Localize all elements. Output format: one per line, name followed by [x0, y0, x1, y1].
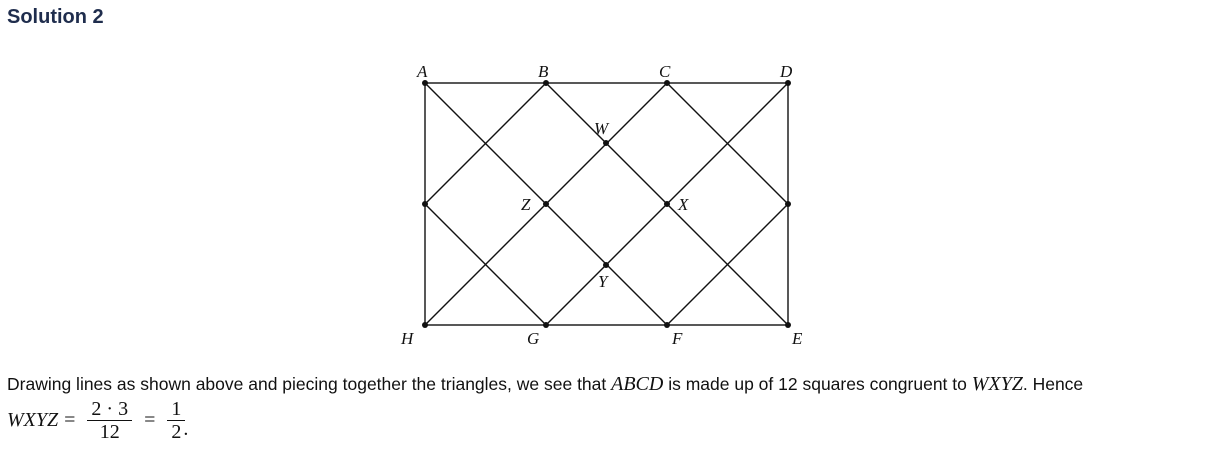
- label-z: Z: [521, 195, 531, 214]
- fraction-2x3-over-12: 2 · 3 12: [87, 398, 133, 443]
- label-b: B: [538, 62, 549, 81]
- math-wxyz: WXYZ: [971, 373, 1023, 395]
- label-y: Y: [598, 272, 609, 291]
- line-b-left-mid: [424, 82, 547, 205]
- line-right-mid-f: [666, 203, 789, 326]
- label-a: A: [416, 62, 428, 81]
- period: .: [183, 418, 189, 440]
- figure-points: [422, 80, 791, 328]
- line-left-mid-g: [424, 203, 547, 326]
- geometry-figure: A B C D E F G H W X Y Z: [400, 62, 803, 348]
- label-e: E: [791, 329, 803, 348]
- label-d: D: [779, 62, 793, 81]
- label-g: G: [527, 329, 539, 348]
- math-abcd: ABCD: [611, 373, 664, 395]
- label-f: F: [671, 329, 683, 348]
- equation-lhs: WXYZ: [7, 409, 59, 431]
- area-equation: WXYZ = 2 · 3 12 = 1 2 .: [7, 398, 188, 443]
- equals-sign: =: [64, 409, 76, 431]
- label-w: W: [594, 119, 610, 138]
- equals-sign: =: [144, 409, 156, 431]
- label-c: C: [659, 62, 671, 81]
- label-x: X: [677, 195, 689, 214]
- solution-heading: Solution 2: [7, 6, 104, 28]
- label-h: H: [400, 329, 415, 348]
- solution-paragraph: Drawing lines as shown above and piecing…: [7, 373, 1084, 395]
- fraction-one-half: 1 2: [167, 398, 186, 443]
